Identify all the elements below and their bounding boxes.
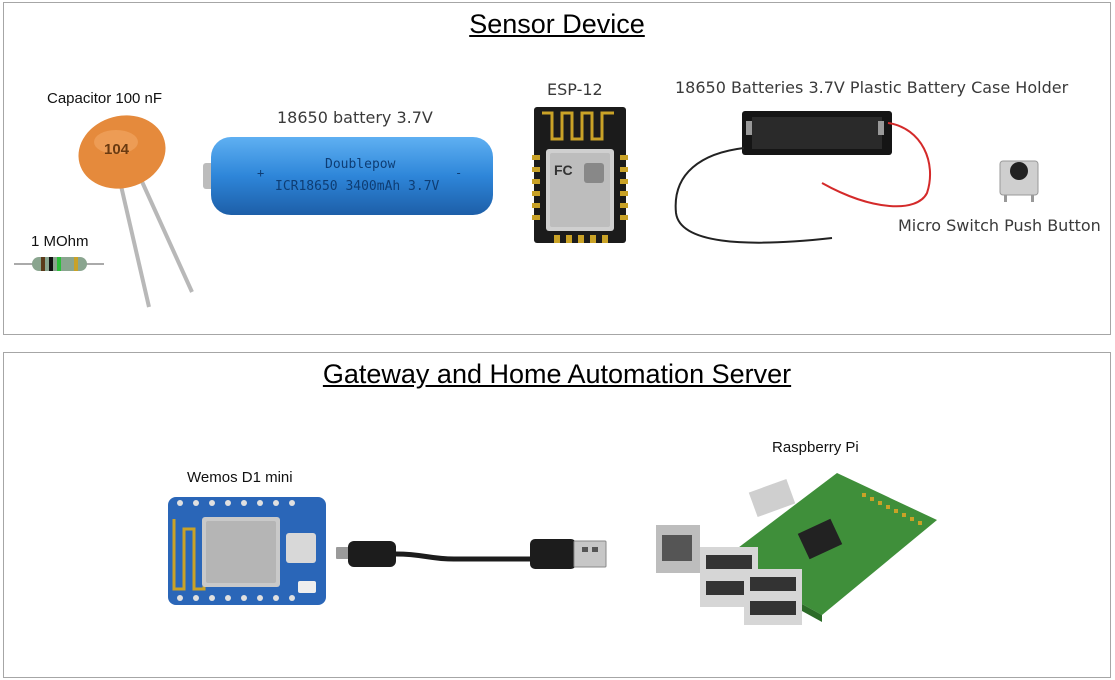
sensor-device-panel: Sensor Device Capacitor 100 nF 104 1 MOh… [3,2,1111,335]
resistor-image [14,257,104,271]
battery-image: + - Doublepow ICR18650 3400mAh 3.7V [203,137,493,215]
battery-label: 18650 battery 3.7V [277,108,433,127]
sensor-device-title: Sensor Device [469,9,645,39]
battery-spec: ICR18650 3400mAh 3.7V [275,179,440,194]
capacitor-label: Capacitor 100 nF [47,90,163,107]
svg-text:-: - [455,166,462,180]
gateway-panel: Gateway and Home Automation Server Wemos… [3,352,1111,678]
gateway-title: Gateway and Home Automation Server [322,359,792,389]
wemos-label: Wemos D1 mini [187,469,293,486]
svg-text:FC: FC [554,162,573,178]
svg-text:+: + [257,166,264,180]
capacitor-marking: 104 [104,141,130,158]
battery-brand: Doublepow [325,157,396,172]
esp12-label: ESP-12 [547,80,603,99]
push-button-image [999,160,1039,202]
capacitor-image: 104 [78,115,194,308]
resistor-label: 1 MOhm [31,233,89,250]
holder-label: 18650 Batteries 3.7V Plastic Battery Cas… [675,78,1069,97]
holder-image [674,111,932,244]
push-button-label: Micro Switch Push Button [898,216,1101,235]
usb-cable-image [336,539,607,569]
esp12-image: FC [532,107,628,243]
rpi-image [656,473,937,625]
wemos-image [168,497,326,605]
rpi-label: Raspberry Pi [772,439,859,456]
